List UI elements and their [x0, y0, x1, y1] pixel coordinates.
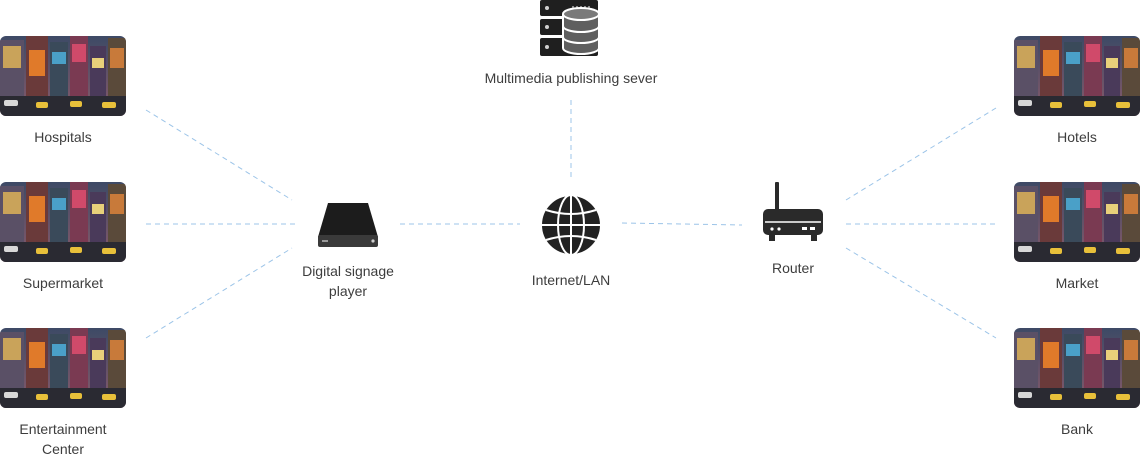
screen-thumbnail-hotels: [1014, 36, 1140, 116]
connector-hospitals-player: [145, 109, 293, 201]
connector-router-hotels: [845, 107, 997, 201]
connector-entertainment-player: [145, 247, 293, 339]
screen-label-market: Market: [1055, 275, 1099, 291]
screen-thumbnail-supermarket: [0, 182, 126, 262]
connector-internet-router: [621, 222, 743, 226]
screen-label-entertainment-line2: Center: [41, 441, 85, 457]
screen-label-hospitals: Hospitals: [34, 129, 92, 145]
player-label: Digital signage player: [258, 261, 438, 301]
screen-label-hotels: Hotels: [1057, 129, 1097, 145]
screen-thumbnail-entertainment-center: [0, 328, 126, 408]
screen-thumbnail-market: [1014, 182, 1140, 262]
screen-label-bank: Bank: [1061, 421, 1093, 437]
server-label: Multimedia publishing sever: [484, 70, 658, 86]
screen-label-entertainment-center: Entertainment Center: [0, 419, 126, 459]
screen-thumbnail-bank: [1014, 328, 1140, 408]
router-label: Router: [771, 260, 815, 276]
connector-router-bank: [845, 247, 997, 339]
database-server-icon: [538, 0, 604, 65]
player-label-line2: player: [328, 283, 368, 299]
screen-label-supermarket: Supermarket: [22, 275, 104, 291]
screen-label-entertainment-line1: Entertainment: [19, 421, 107, 437]
router-icon: [762, 182, 824, 249]
media-player-box-icon: [316, 201, 380, 254]
globe-icon: [539, 193, 603, 262]
screen-thumbnail-hospitals: [0, 36, 126, 116]
player-label-line1: Digital signage: [302, 263, 394, 279]
internet-label: Internet/LAN: [531, 272, 611, 288]
